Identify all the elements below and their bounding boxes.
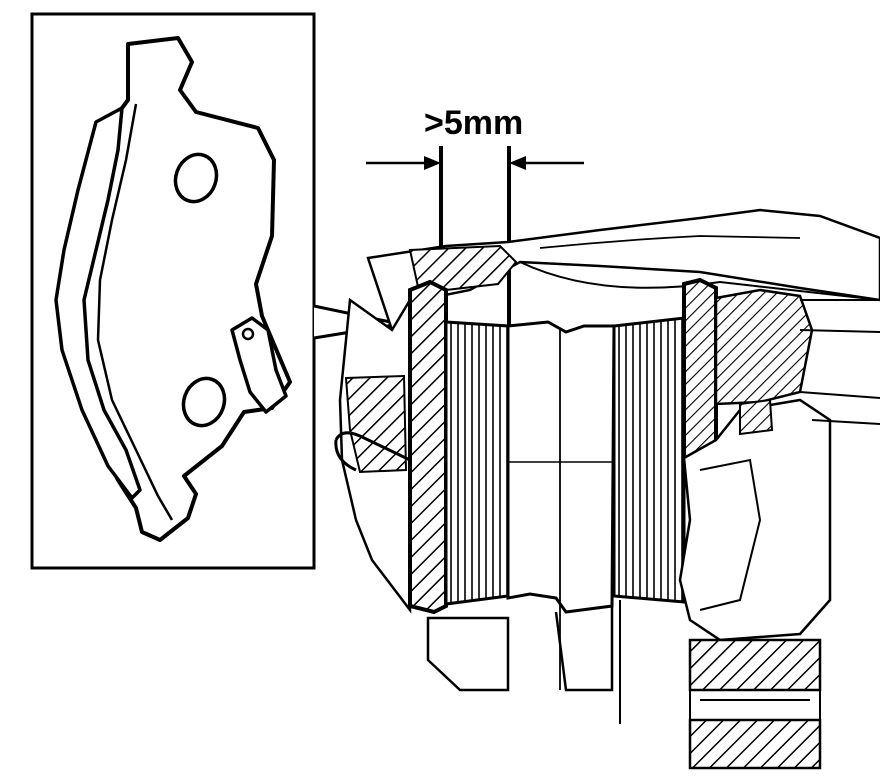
caliper-piston	[714, 288, 814, 406]
pad-edge-line	[96, 103, 174, 521]
wear-indicator-hole	[241, 327, 255, 341]
wear-indicator-clip	[230, 316, 288, 414]
caliper-housing-upper	[366, 208, 880, 333]
caliper-seal	[739, 398, 774, 436]
pad-hole-lower	[181, 376, 227, 428]
caliper-section	[334, 208, 880, 770]
caliper-body-right	[678, 398, 832, 642]
brake-disc	[506, 320, 616, 614]
inner-pad-backing	[408, 279, 448, 615]
measurement-label: >5mm	[424, 104, 523, 142]
spring-clip	[334, 431, 411, 472]
lower-mount	[426, 616, 510, 692]
inner-pad-friction	[444, 320, 510, 606]
outer-pad-backing	[682, 277, 718, 461]
caliper-arm-left-hatched	[344, 374, 408, 474]
caliper-bolt-lines	[799, 299, 880, 425]
hub-lower	[554, 606, 614, 692]
lower-right-block-2	[688, 718, 822, 770]
dimension-arrowhead-right	[509, 156, 526, 170]
outer-pad-friction	[612, 316, 686, 604]
lower-right-frame	[689, 690, 821, 720]
caliper-bridge-line-2	[539, 235, 801, 249]
pad-detail-inset	[30, 12, 316, 570]
dimension-arrowhead-left	[424, 156, 441, 170]
lower-right-block	[688, 638, 822, 692]
pad-hole-upper	[173, 152, 219, 204]
caliper-body-right-detail	[699, 458, 762, 611]
pad-friction-material	[54, 106, 142, 500]
